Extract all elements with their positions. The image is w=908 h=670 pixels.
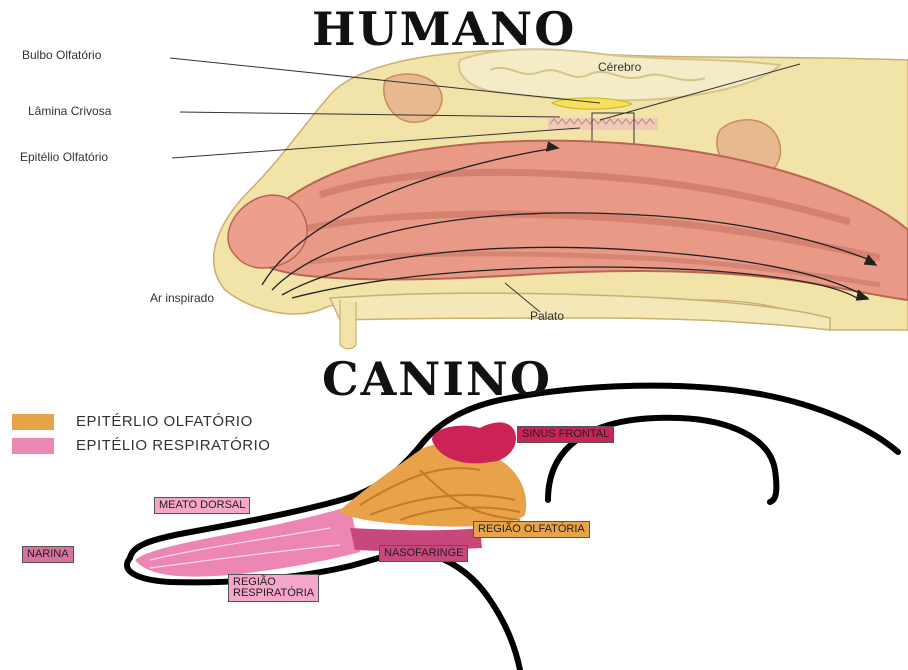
label-palato: Palato [530,309,564,323]
tag-nasofaringe: NASOFARINGE [379,545,468,562]
tag-meato-dorsal: MEATO DORSAL [154,497,250,514]
tag-narina: NARINA [22,546,74,563]
tag-regiao-respiratoria: REGIÃO RESPIRATÓRIA [228,574,319,602]
tag-sinus-frontal: SINUS FRONTAL [517,426,614,443]
label-cerebro: Cérebro [598,60,641,74]
label-epitelio-olfatorio: Epitélio Olfatório [20,150,108,164]
legend-label-respiratory: EPITÉLIO RESPIRATÓRIO [76,437,270,454]
legend-label-olfactory: EPITÉRLIO OLFATÓRIO [76,413,253,430]
label-bulbo-olfatorio: Bulbo Olfatório [22,48,101,62]
tag-regiao-respiratoria-line2: RESPIRATÓRIA [233,588,314,599]
label-lamina-crivosa: Lâmina Crivosa [28,104,111,118]
human-nose-illustration [170,49,908,349]
legend-swatch-olfactory [12,414,54,430]
title-human: HUMANO [312,2,576,56]
title-canine: CANINO [322,352,552,406]
tag-regiao-olfatoria: REGIÃO OLFATÓRIA [473,521,590,538]
legend-swatch-respiratory [12,438,54,454]
label-ar-inspirado: Ar inspirado [150,291,214,305]
